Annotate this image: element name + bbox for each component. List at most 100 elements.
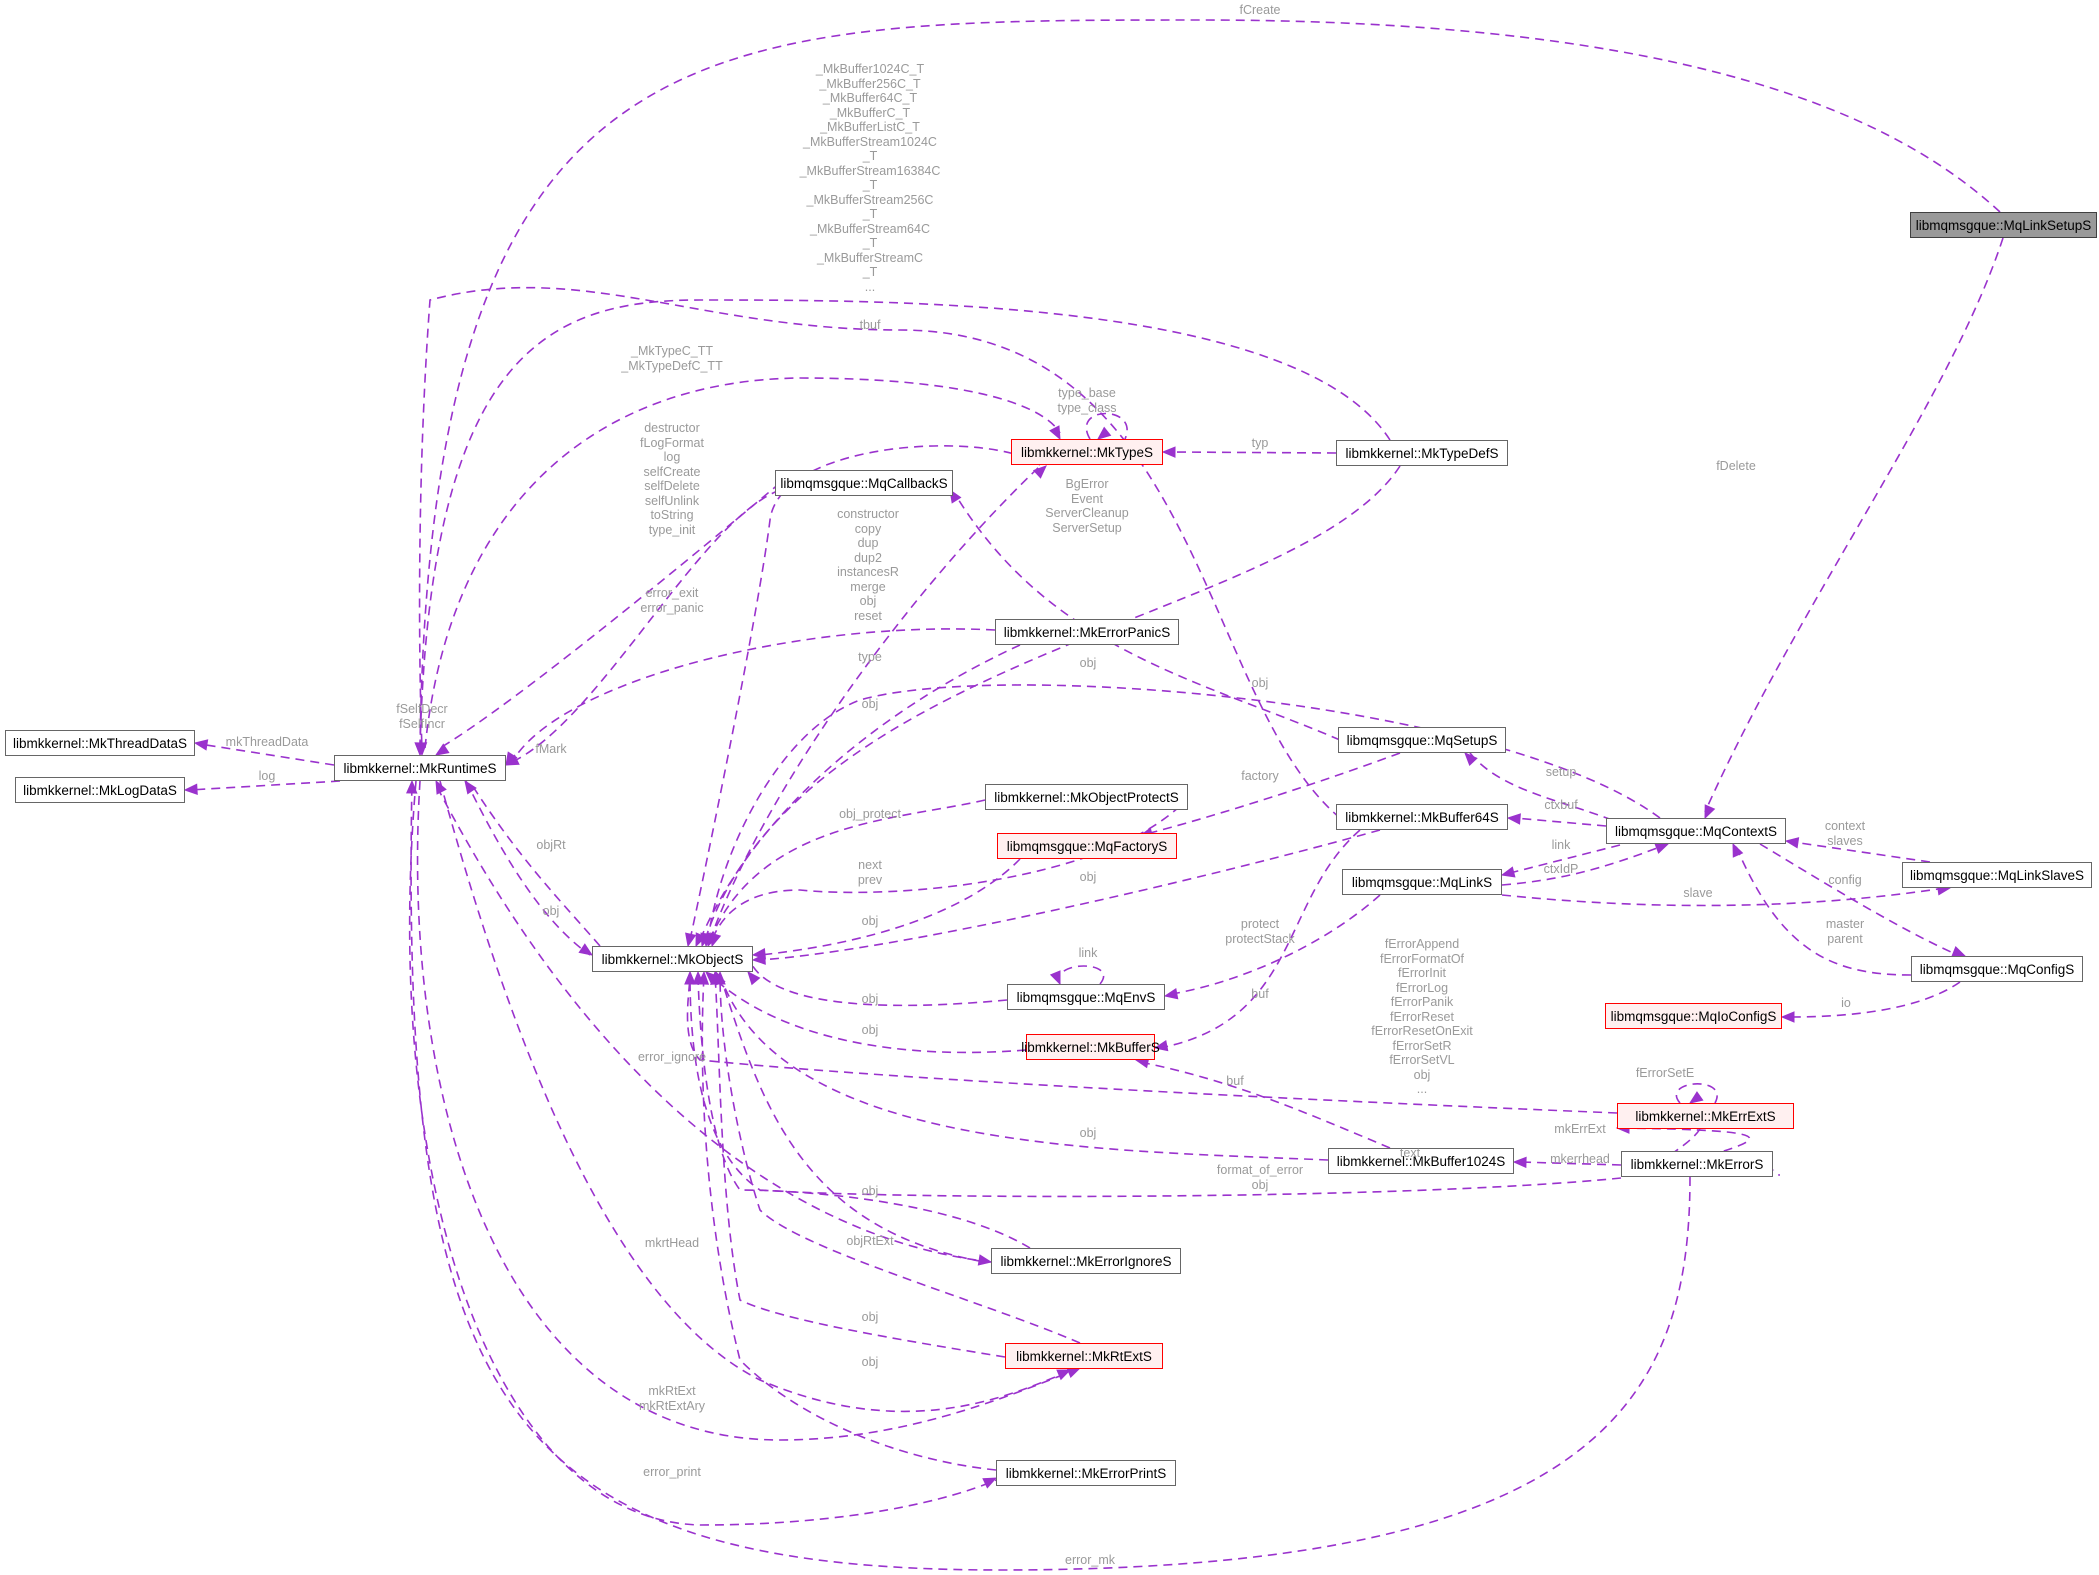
- node-mqlinkslaves[interactable]: libmqmsgque::MqLinkSlaveS: [1902, 862, 2092, 888]
- edge-error-mk: [410, 780, 1691, 1571]
- node-mkobjectprotects[interactable]: libmkkernel::MkObjectProtectS: [985, 784, 1188, 810]
- edge-setup: [1469, 752, 1613, 821]
- node-mqcallbacks[interactable]: libmqmsgque::MqCallbackS: [775, 470, 953, 496]
- node-mkbuffer1024s[interactable]: libmkkernel::MkBuffer1024S: [1328, 1148, 1514, 1174]
- arrowhead-type-self: [1096, 426, 1112, 440]
- arrowhead-buf: [1153, 1039, 1169, 1052]
- edge-rt1-obj: [714, 974, 1006, 1358]
- edge-buf: [1159, 829, 1361, 1049]
- edge-label-obj-buf64: obj: [1079, 870, 1097, 884]
- node-mqcontexts[interactable]: libmqmsgque::MqContextS: [1606, 818, 1786, 844]
- edge-label-fdelete: fDelete: [1716, 459, 1756, 473]
- node-mkerrorprints[interactable]: libmkkernel::MkErrorPrintS: [996, 1460, 1176, 1486]
- edge-label-obj-rt2: obj: [861, 1355, 879, 1369]
- edge-label-tbuf: tbuf: [859, 318, 881, 332]
- edge-ignore-rt: [435, 784, 992, 1263]
- edge-ctxbuf: [1514, 817, 1607, 827]
- edge-destructor: [439, 482, 781, 749]
- edge-label-next-prev: next prev: [857, 858, 883, 887]
- edge-label-objrtext: objRtExt: [846, 1234, 894, 1248]
- arrowhead-mktypec: [1049, 425, 1061, 441]
- node-mkerrors[interactable]: libmkkernel::MkErrorS: [1621, 1151, 1773, 1177]
- edge-label-fself: fSelfDecr fSelfIncr: [396, 702, 448, 731]
- arrowhead-type: [1032, 465, 1047, 479]
- edge-label-obj-b1024: obj: [1079, 1126, 1097, 1140]
- edge-io: [1789, 981, 1961, 1018]
- edge-label-mkrthead: mkrtHead: [644, 1236, 700, 1250]
- edge-label-mktypec: _MkTypeC_TT _MkTypeDefC_TT: [621, 344, 723, 373]
- arrowhead-next-prev: [710, 932, 722, 948]
- edge-objrtext: [719, 974, 986, 1263]
- edge-label-type: type: [858, 650, 882, 664]
- edge-label-text: text: [1399, 1146, 1421, 1160]
- arrowhead-objrtext: [977, 1254, 993, 1266]
- edge-mkrtext: [416, 780, 1076, 1441]
- edge-label-objrt: objRt: [536, 838, 566, 852]
- node-mktypes[interactable]: libmkkernel::MkTypeS: [1011, 439, 1163, 465]
- edge-label-error-print: error_print: [643, 1465, 701, 1479]
- arrowhead-env-obj: [747, 971, 761, 986]
- edge-fdelete: [1704, 237, 2004, 813]
- arrowhead-typ: [1161, 446, 1176, 458]
- node-mqconfigs[interactable]: libmqmsgque::MqConfigS: [1911, 956, 2083, 982]
- edge-label-error-mk: error_mk: [1064, 1553, 1116, 1567]
- edge-label-ferrorsete: fErrorSetE: [1635, 1066, 1695, 1080]
- edge-label-obj-panic: obj: [1079, 656, 1097, 670]
- node-mqlinksetups[interactable]: libmqmsgque::MqLinkSetupS: [1910, 212, 2097, 238]
- node-mklogdatas[interactable]: libmkkernel::MkLogDataS: [15, 777, 185, 803]
- arrowhead-mkthreaddata: [193, 739, 209, 751]
- edge-label-master-parent: master parent: [1825, 917, 1865, 946]
- edge-panic-rt: [511, 628, 996, 763]
- edge-buf64-obj: [759, 829, 1381, 961]
- node-mkobjects[interactable]: libmkkernel::MkObjectS: [592, 946, 753, 972]
- arrowhead-destructor: [434, 743, 450, 756]
- node-mqlinks[interactable]: libmqmsgque::MqLinkS: [1342, 869, 1502, 895]
- edge-label-io: io: [1841, 996, 1851, 1010]
- edge-label-typ: typ: [1251, 436, 1269, 450]
- edge-bufs-obj: [709, 974, 1027, 1054]
- node-mktypedefs[interactable]: libmkkernel::MkTypeDefS: [1336, 440, 1508, 466]
- arrowhead-fdelete: [1704, 804, 1716, 820]
- arrowhead-ferrorsete: [1688, 1091, 1704, 1104]
- edge-label-fcreate: fCreate: [1239, 3, 1281, 17]
- edge-label-ctxidp: ctxIdP: [1543, 862, 1579, 876]
- edge-label-obj-mkobj: obj: [542, 904, 560, 918]
- edge-buf2: [1139, 1061, 1391, 1149]
- edge-label-obj-typedef: obj: [861, 697, 879, 711]
- node-mkrtexts[interactable]: libmkkernel::MkRtExtS: [1005, 1343, 1163, 1369]
- edge-label-format-of-error: format_of_error obj: [1216, 1163, 1304, 1192]
- node-mkthreaddatas[interactable]: libmkkernel::MkThreadDataS: [5, 730, 195, 756]
- edge-ignore-obj: [697, 974, 1031, 1249]
- edge-label-env-link: link: [1078, 946, 1098, 960]
- edge-error-print: [408, 780, 997, 1526]
- node-mkbuffer64s[interactable]: libmkkernel::MkBuffer64S: [1336, 804, 1508, 830]
- edge-factory: [1149, 752, 1401, 834]
- edge-label-buf2: buf: [1226, 1074, 1244, 1088]
- edge-label-mkerrext: mkErrExt: [1554, 1122, 1606, 1136]
- edge-label-buf: buf: [1251, 987, 1269, 1001]
- edge-b1024-obj: [719, 974, 1329, 1161]
- node-mkruntimes[interactable]: libmkkernel::MkRuntimeS: [334, 755, 506, 781]
- arrowhead-master-parent: [1732, 842, 1744, 858]
- edge-label-obj-ctx: obj: [1251, 676, 1269, 690]
- edge-label-log: log: [258, 769, 276, 783]
- node-mqenvs[interactable]: libmqmsgque::MqEnvS: [1007, 984, 1165, 1010]
- edge-master-parent: [1734, 843, 1912, 976]
- edge-link: [1509, 844, 1621, 874]
- edge-next-prev: [711, 805, 1181, 941]
- edge-mkerrext: [1616, 1127, 1751, 1161]
- node-mkerrexts[interactable]: libmkkernel::MkErrExtS: [1617, 1103, 1794, 1129]
- node-mqioconfigs[interactable]: libmqmsgque::MqIoConfigS: [1605, 1003, 1782, 1029]
- arrowhead-panic-rt: [505, 751, 518, 767]
- node-mkerrorpanics[interactable]: libmkkernel::MkErrorPanicS: [995, 619, 1179, 645]
- arrowhead-format-of-error: [684, 970, 696, 985]
- node-mqfactorys[interactable]: libmqmsgque::MqFactoryS: [997, 833, 1177, 859]
- edge-ctxidp: [1501, 844, 1666, 886]
- edge-label-error-exit: error_exit error_panic: [640, 586, 704, 615]
- node-mkerrorignores[interactable]: libmkkernel::MkErrorIgnoreS: [991, 1248, 1181, 1274]
- node-mqsetups[interactable]: libmqmsgque::MqSetupS: [1338, 727, 1506, 753]
- edge-ferror: [686, 974, 1618, 1114]
- node-mkbuffers[interactable]: libmkkernel::MkBufferS: [1021, 1034, 1160, 1060]
